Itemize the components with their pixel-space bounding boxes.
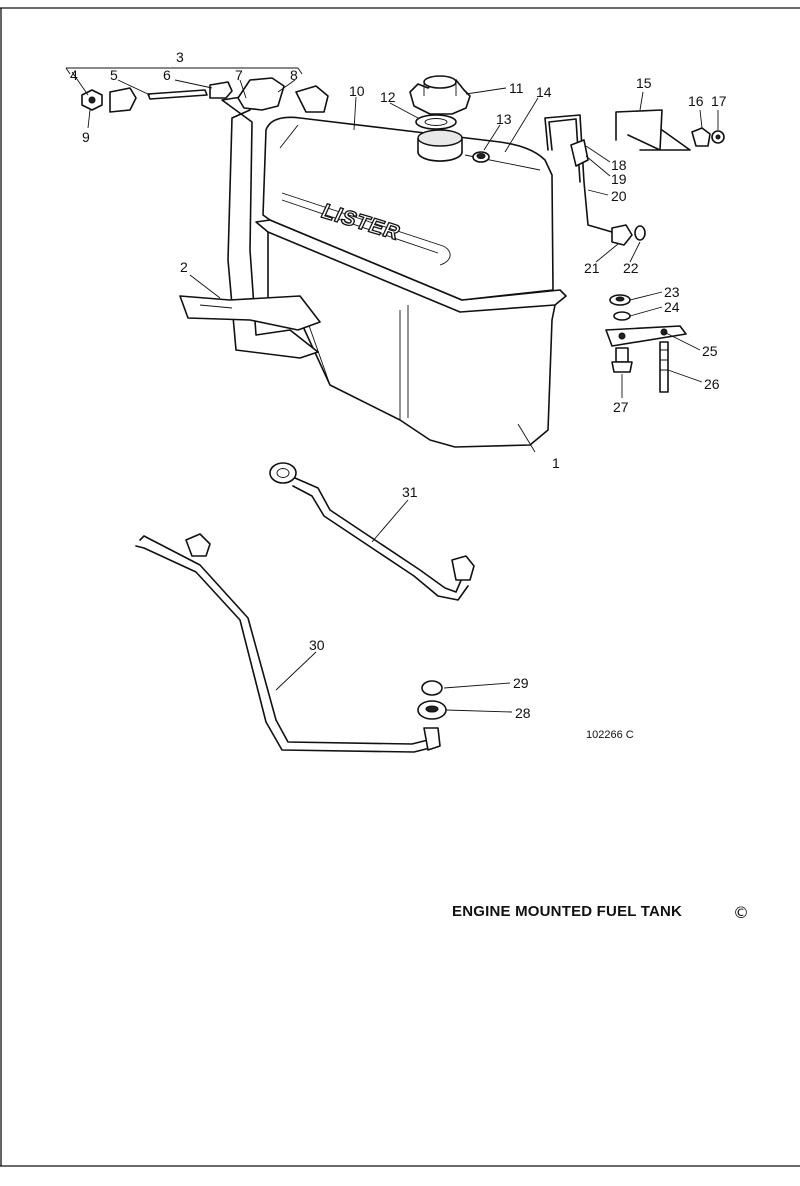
callout-18: 18 bbox=[611, 157, 627, 173]
callout-10: 10 bbox=[349, 83, 365, 99]
breather-pipe bbox=[544, 114, 646, 246]
mounting-strap bbox=[179, 95, 321, 359]
bolt-and-washer-16-17 bbox=[691, 127, 725, 147]
callout-1: 1 bbox=[552, 455, 560, 471]
callout-2: 2 bbox=[180, 259, 188, 275]
callout-12: 12 bbox=[380, 89, 396, 105]
callout-26: 26 bbox=[704, 376, 720, 392]
callout-21: 21 bbox=[584, 260, 600, 276]
callout-13: 13 bbox=[496, 111, 512, 127]
callout-28: 28 bbox=[515, 705, 531, 721]
callout-4: 4 bbox=[70, 67, 78, 83]
callout-24: 24 bbox=[664, 299, 680, 315]
callout-15: 15 bbox=[636, 75, 652, 91]
page-border bbox=[0, 7, 800, 1167]
callout-numbers: 1 2 3 4 5 6 7 8 9 10 11 12 13 14 15 16 1… bbox=[70, 49, 727, 721]
callout-14: 14 bbox=[536, 84, 552, 100]
leader-lines bbox=[71, 71, 719, 713]
olive-and-nut-28-29 bbox=[417, 680, 447, 720]
callout-11: 11 bbox=[509, 80, 524, 96]
callout-16: 16 bbox=[688, 93, 704, 109]
callout-27: 27 bbox=[613, 399, 629, 415]
callout-5: 5 bbox=[110, 67, 118, 83]
bracket-assembly bbox=[65, 67, 329, 113]
callout-7: 7 bbox=[235, 67, 243, 83]
fuel-pipe-30 bbox=[135, 533, 441, 753]
callout-23: 23 bbox=[664, 284, 680, 300]
reference-code: 102266 C bbox=[586, 729, 634, 741]
cap-seal bbox=[415, 114, 457, 130]
callout-30: 30 bbox=[309, 637, 325, 653]
callout-25: 25 bbox=[702, 343, 718, 359]
fuel-tank: LISTER bbox=[255, 116, 567, 448]
fuel-pipe-31 bbox=[269, 462, 475, 601]
filler-cap bbox=[409, 75, 471, 115]
retaining-clip bbox=[615, 109, 691, 151]
callout-17: 17 bbox=[711, 93, 727, 109]
callout-22: 22 bbox=[623, 260, 639, 276]
copyright-symbol: © bbox=[733, 903, 749, 922]
callout-29: 29 bbox=[513, 675, 529, 691]
callout-9: 9 bbox=[82, 129, 90, 145]
callout-19: 19 bbox=[611, 171, 627, 187]
callout-6: 6 bbox=[163, 67, 171, 83]
callout-31: 31 bbox=[402, 484, 418, 500]
callout-20: 20 bbox=[611, 188, 627, 204]
callout-8: 8 bbox=[290, 67, 298, 83]
callout-3: 3 bbox=[176, 49, 184, 65]
diagram-caption: ENGINE MOUNTED FUEL TANK bbox=[452, 903, 683, 920]
